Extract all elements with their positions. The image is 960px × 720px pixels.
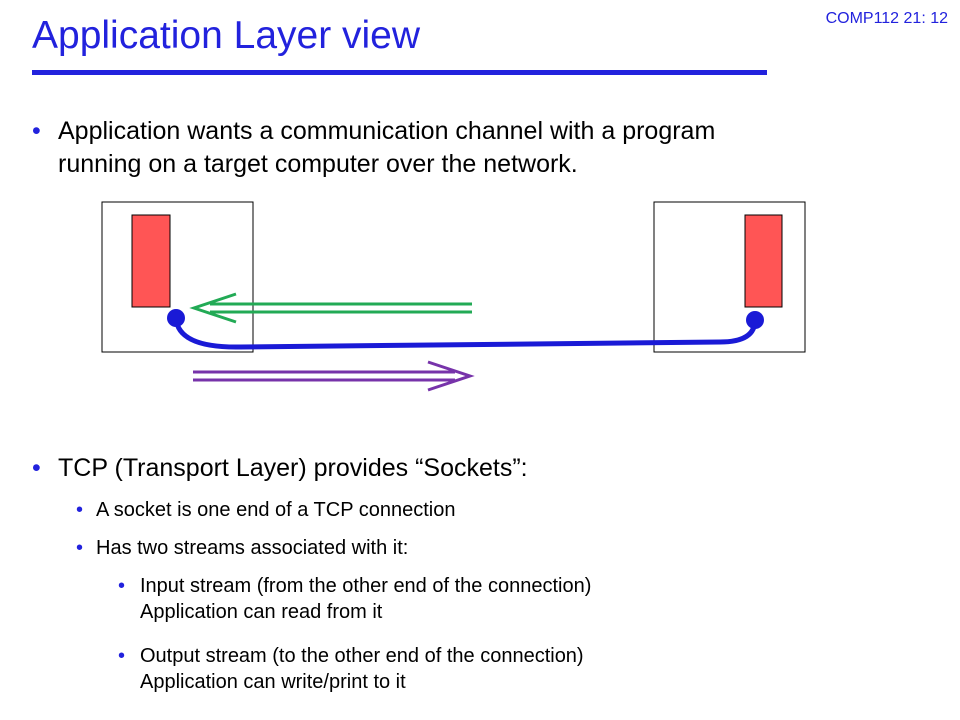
bullet-text: TCP (Transport Layer) provides “Sockets”… [58, 454, 528, 482]
bullet-text: Application wants a communication channe… [58, 117, 716, 145]
bullet-dot: • [76, 537, 84, 559]
local-application-block [131, 214, 171, 308]
bullet-tcp: • TCP (Transport Layer) provides “Socket… [32, 452, 528, 485]
bullet-dot: • [118, 575, 126, 597]
title-underline [32, 70, 767, 75]
bullet-input-stream: • Input stream (from the other end of th… [118, 573, 591, 625]
outbound-stream-arrow [193, 360, 475, 392]
bullet-output-stream: • Output stream (to the other end of the… [118, 643, 584, 695]
bullet-text: Input stream (from the other end of the … [140, 575, 592, 597]
bullet-streams: • Has two streams associated with it: [76, 535, 408, 561]
slide-reference: COMP112 21: 12 [825, 10, 948, 27]
local-socket-endpoint [167, 309, 185, 327]
bullet-text: Output stream (to the other end of the c… [140, 645, 584, 667]
bullet-dot: • [76, 499, 84, 521]
bullet-text: A socket is one end of a TCP connection [96, 499, 456, 521]
bullet-dot: • [118, 645, 126, 667]
tcp-connection-line [173, 315, 758, 350]
remote-application-block [744, 214, 783, 308]
remote-socket-endpoint [746, 311, 764, 329]
bullet-text: Application can write/print to it [140, 671, 406, 693]
bullet-dot: • [32, 117, 41, 145]
inbound-stream-arrow [189, 292, 472, 324]
bullet-text: running on a target computer over the ne… [58, 150, 578, 178]
bullet-socket-definition: • A socket is one end of a TCP connectio… [76, 497, 456, 523]
bullet-text: Application can read from it [140, 601, 383, 623]
bullet-application: • Application wants a communication chan… [32, 115, 715, 181]
slide-title: Application Layer view [32, 14, 421, 57]
bullet-text: Has two streams associated with it: [96, 537, 409, 559]
bullet-dot: • [32, 454, 41, 482]
